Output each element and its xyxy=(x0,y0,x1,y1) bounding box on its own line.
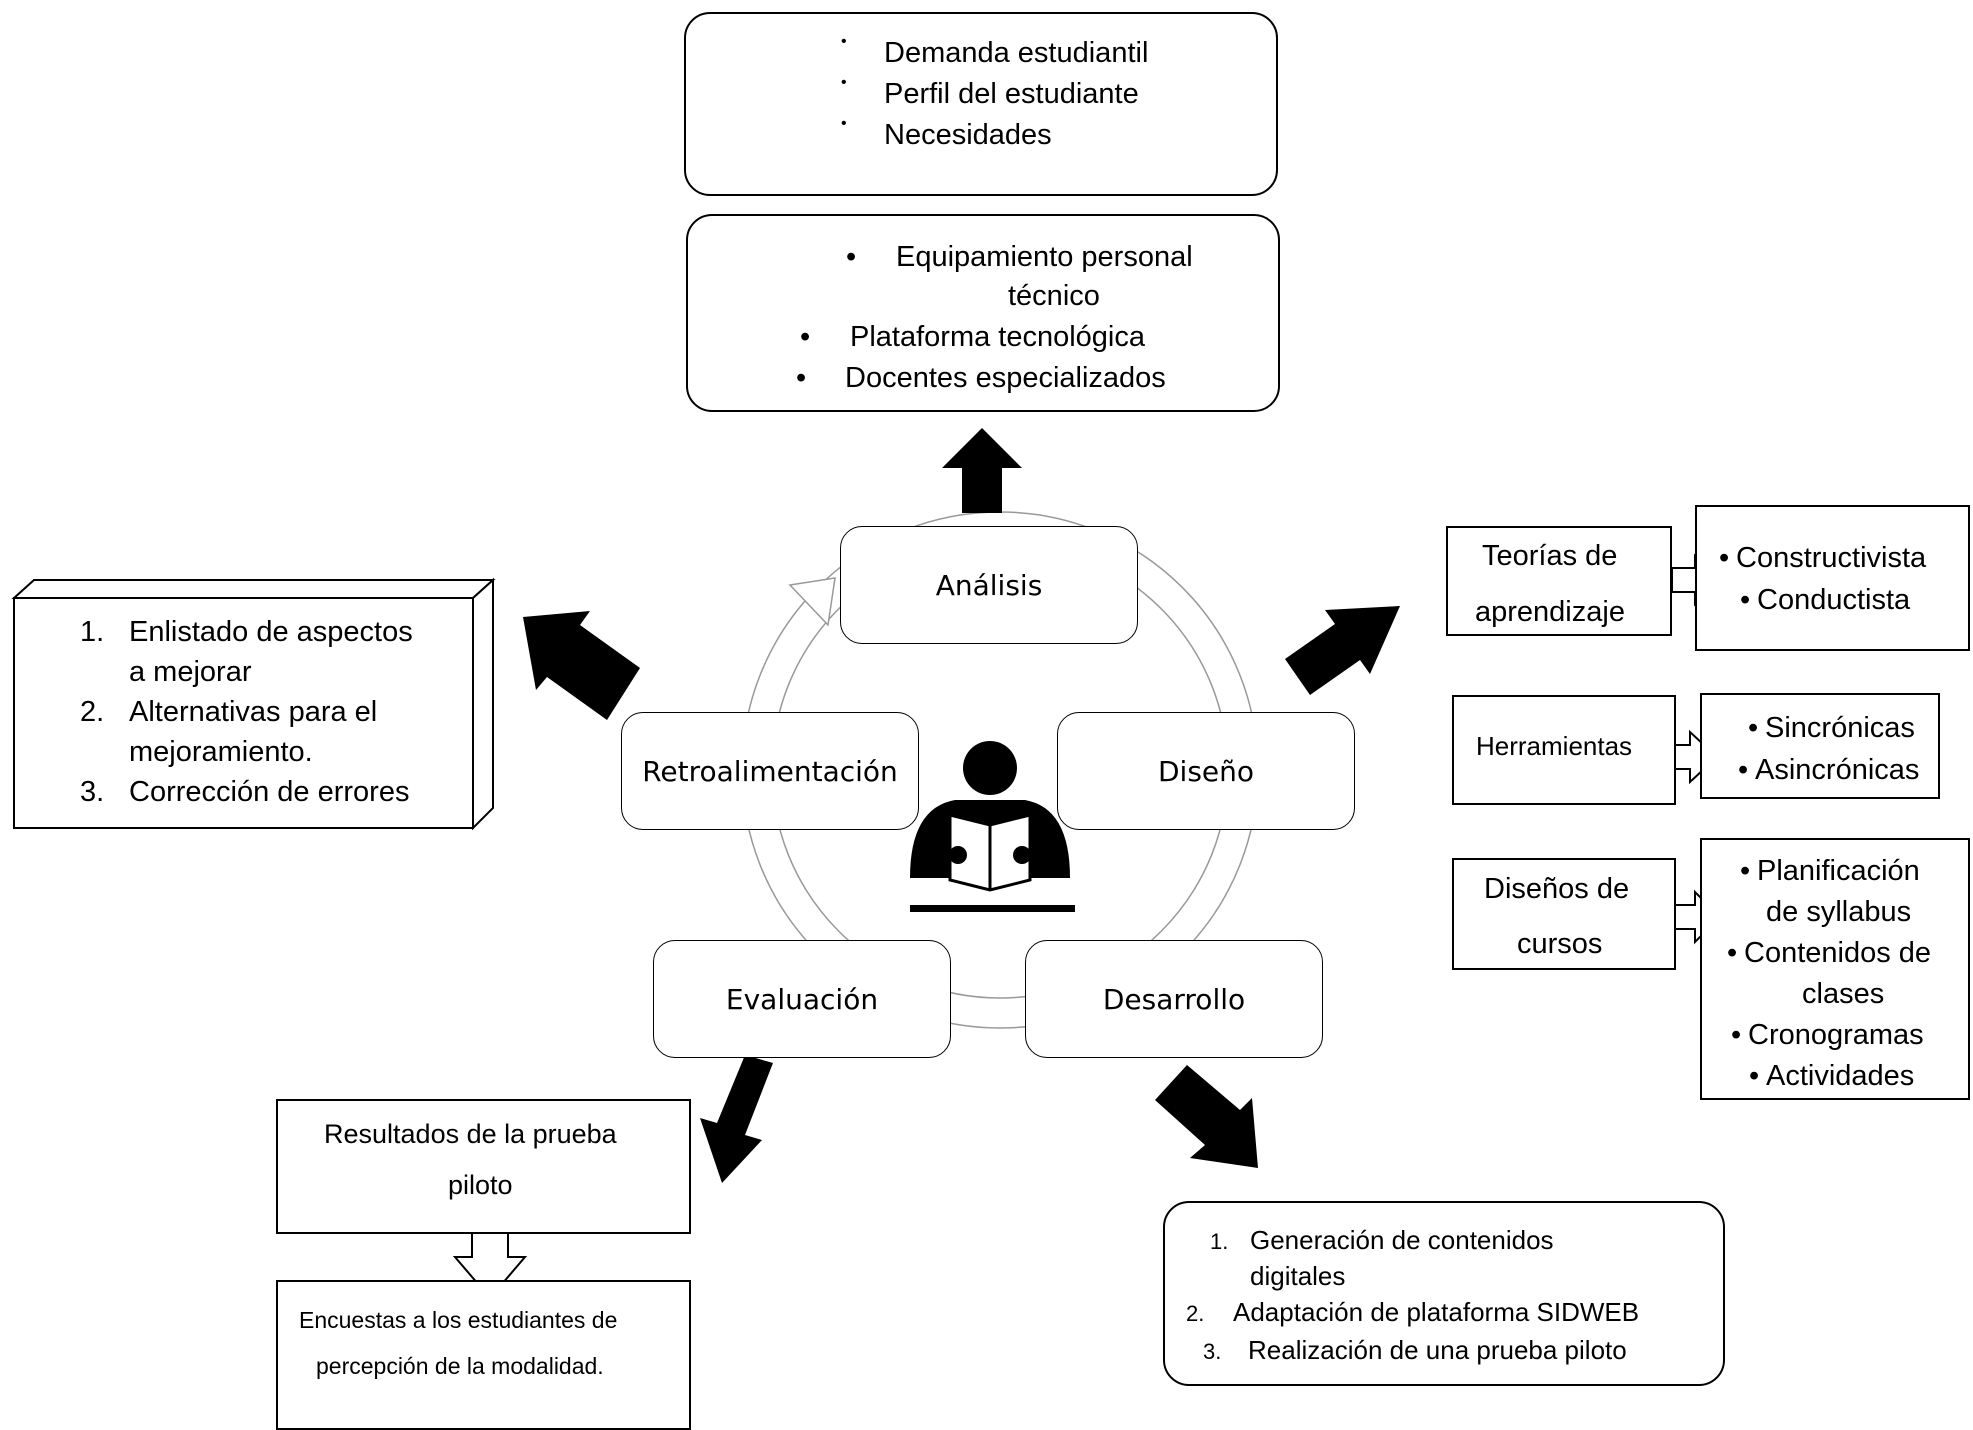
disenos-item: Contenidos de xyxy=(1744,937,1932,969)
bullet: • xyxy=(796,362,807,394)
stage-label: Desarrollo xyxy=(1102,982,1246,1016)
stage-label: Evaluación xyxy=(725,982,879,1016)
teorias-label-box xyxy=(1446,526,1672,636)
desarrollo-num: 3. xyxy=(1203,1339,1222,1364)
bullet: • xyxy=(1740,584,1751,616)
disenos-items-box xyxy=(1700,838,1970,1100)
arrow-up-icon xyxy=(942,428,1022,513)
stage-diseno: Diseño xyxy=(1057,712,1355,830)
stage-label: Análisis xyxy=(935,568,1043,602)
arrow-downright-icon xyxy=(1155,1065,1258,1168)
stage-desarrollo: Desarrollo xyxy=(1025,940,1323,1058)
resultados-line1: Resultados de la prueba xyxy=(324,1119,617,1149)
disenos-label-line2: cursos xyxy=(1517,928,1603,960)
hollow-arrow-down-icon xyxy=(452,1231,528,1300)
retro-item: Alternativas para el xyxy=(129,696,378,728)
disenos-item: clases xyxy=(1802,978,1885,1010)
teorias-item: Conductista xyxy=(1757,584,1911,616)
desarrollo-item: Realización de una prueba piloto xyxy=(1248,1335,1627,1365)
desarrollo-num: 2. xyxy=(1186,1301,1205,1326)
disenos-item: Cronogramas xyxy=(1748,1019,1924,1051)
desarrollo-item: digitales xyxy=(1250,1261,1346,1291)
person-reading-icon xyxy=(910,741,1075,912)
institution-item-1: Equipamiento personal xyxy=(896,241,1193,273)
analysis-institution-box xyxy=(686,214,1280,412)
institution-item-3: Docentes especializados xyxy=(845,362,1166,394)
arrow-upright-icon xyxy=(1285,606,1400,695)
stage-evaluacion: Evaluación xyxy=(653,940,951,1058)
bullet: • xyxy=(1749,1060,1760,1092)
herramientas-label-box xyxy=(1452,695,1676,805)
analysis-students-box: •Demanda estudiantil •Perfil del estudia… xyxy=(684,12,1278,196)
herramientas-item: Sincrónicas xyxy=(1765,712,1915,744)
teorias-item: Constructivista xyxy=(1736,542,1927,574)
stage-label: Retroalimentación xyxy=(642,754,898,788)
resultados-line2: piloto xyxy=(448,1170,513,1200)
institution-item-1b: técnico xyxy=(1008,280,1100,312)
cycle-arrowhead-icon xyxy=(788,577,836,627)
herramientas-items-box xyxy=(1700,693,1940,799)
teorias-label-line1: Teorías de xyxy=(1482,540,1618,572)
retro-3d-box-frame xyxy=(11,577,496,831)
encuestas-line1: Encuestas a los estudiantes de xyxy=(299,1307,618,1333)
disenos-item: Planificación xyxy=(1757,855,1920,887)
retro-item: Corrección de errores xyxy=(129,776,410,808)
bullet: • xyxy=(800,321,811,353)
bullet: • xyxy=(846,241,857,273)
retro-item: a mejorar xyxy=(129,656,252,688)
desarrollo-item: Adaptación de plataforma SIDWEB xyxy=(1233,1297,1640,1327)
retro-num: 3. xyxy=(80,776,105,808)
arrow-upleft-icon xyxy=(523,611,640,720)
encuestas-box xyxy=(276,1280,691,1430)
institution-item-2: Plataforma tecnológica xyxy=(850,321,1145,353)
bullet: • xyxy=(1748,712,1759,744)
herramientas-item: Asincrónicas xyxy=(1755,754,1920,786)
retro-num: 1. xyxy=(80,616,105,648)
stage-retroalimentacion: Retroalimentación xyxy=(621,712,919,830)
bullet: • xyxy=(1727,937,1738,969)
resultados-box xyxy=(276,1099,691,1234)
retro-item: Enlistado de aspectos xyxy=(129,616,413,648)
encuestas-line2: percepción de la modalidad. xyxy=(316,1353,604,1379)
retro-item: mejoramiento. xyxy=(129,736,313,768)
stage-analisis: Análisis xyxy=(840,526,1138,644)
herramientas-label: Herramientas xyxy=(1476,731,1633,761)
stage-label: Diseño xyxy=(1157,754,1255,788)
disenos-item: de syllabus xyxy=(1766,896,1912,928)
list-item: •Demanda estudiantil xyxy=(841,33,1149,69)
list-item: •Perfil del estudiante xyxy=(841,74,1139,110)
disenos-label-box xyxy=(1452,858,1676,970)
desarrollo-box xyxy=(1163,1201,1725,1386)
desarrollo-item: Generación de contenidos xyxy=(1250,1225,1554,1255)
teorias-items-box xyxy=(1695,505,1970,651)
retro-num: 2. xyxy=(80,696,105,728)
bullet: • xyxy=(1740,855,1751,887)
students-list: •Demanda estudiantil •Perfil del estudia… xyxy=(841,33,1148,156)
arrow-downleft-icon xyxy=(700,1055,773,1183)
list-item: •Necesidades xyxy=(841,115,1052,151)
bullet: • xyxy=(1738,754,1749,786)
bullet: • xyxy=(1719,542,1730,574)
disenos-label-line1: Diseños de xyxy=(1484,873,1630,905)
bullet: • xyxy=(1731,1019,1742,1051)
desarrollo-num: 1. xyxy=(1210,1229,1229,1254)
disenos-item: Actividades xyxy=(1766,1060,1915,1092)
teorias-label-line2: aprendizaje xyxy=(1475,596,1625,628)
